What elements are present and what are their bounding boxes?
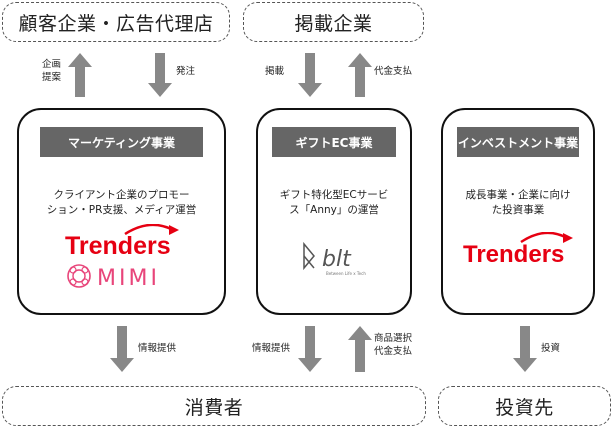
label-plan-1: 企画: [42, 59, 62, 70]
label-info2: 情報提供: [252, 343, 291, 354]
down-arrow-invest: [513, 326, 537, 372]
blt-tagline: Between Life x Tech: [326, 271, 366, 276]
down-arrow-order: [148, 53, 172, 97]
down-arrow-posting: [298, 53, 322, 97]
gift-desc-1: ギフト特化型ECサービ: [279, 189, 389, 201]
invest-desc-2: た投資事業: [491, 204, 545, 216]
clients-title: 顧客企業・広告代理店: [18, 12, 214, 35]
publishers-box: 掲載企業: [243, 2, 424, 42]
marketing-title: マーケティング事業: [40, 127, 203, 157]
label-pay: 代金支払: [374, 346, 413, 357]
label-info1: 情報提供: [138, 343, 177, 354]
up-arrow-select-pay: [348, 326, 372, 372]
label-plan-2: 提案: [42, 72, 62, 83]
clients-box: 顧客企業・広告代理店: [2, 2, 230, 42]
mimi-wordmark: MIMI: [97, 266, 160, 291]
invest-desc-1: 成長事業・企業に向け: [465, 189, 571, 201]
label-invest: 投資: [541, 343, 561, 354]
marketing-desc-1: クライアント企業のプロモー: [53, 189, 190, 201]
down-arrow-info2: [298, 326, 322, 372]
blt-wordmark: blt: [322, 247, 352, 272]
trenders-logo: Trenders: [65, 224, 179, 258]
up-arrow-plan: [68, 53, 92, 97]
investees-box: 投資先: [438, 386, 611, 426]
down-arrow-info1: [110, 326, 134, 372]
gift-card: ギフトEC事業 ギフト特化型ECサービ ス「Anny」の運営 blt Betwe…: [256, 108, 412, 315]
mimi-logo: MIMI: [67, 264, 160, 291]
marketing-card: マーケティング事業 クライアント企業のプロモー ション・PR支援、メディア運営 …: [17, 108, 226, 315]
label-payment: 代金支払: [374, 66, 413, 77]
consumers-box: 消費者: [2, 386, 426, 426]
trenders-wordmark-invest: Trenders: [463, 241, 564, 266]
invest-title: インベストメント事業: [457, 127, 579, 157]
consumers-title: 消費者: [184, 396, 244, 419]
trenders-wordmark: Trenders: [65, 232, 171, 258]
publishers-title: 掲載企業: [294, 12, 373, 35]
blt-logo: blt Between Life x Tech: [303, 241, 366, 276]
up-arrow-payment: [348, 53, 372, 97]
gift-title: ギフトEC事業: [272, 127, 396, 157]
label-order: 発注: [176, 66, 196, 77]
trenders-logo-invest: Trenders: [463, 232, 573, 266]
label-posting: 掲載: [265, 66, 285, 77]
marketing-desc-2: ション・PR支援、メディア運営: [46, 204, 197, 216]
invest-card: インベストメント事業 成長事業・企業に向け た投資事業 Trenders: [441, 108, 595, 315]
investees-title: 投資先: [495, 396, 554, 419]
gift-desc-2: ス「Anny」の運営: [289, 204, 379, 216]
label-select: 商品選択: [374, 333, 413, 344]
